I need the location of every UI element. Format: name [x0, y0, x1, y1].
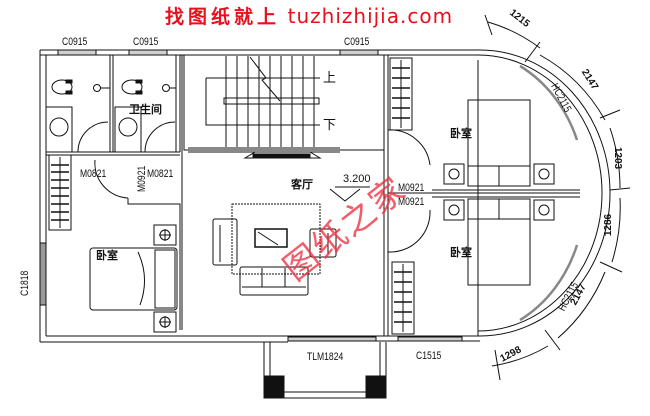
sofa-set: [212, 203, 337, 296]
window-c1818: [39, 242, 47, 306]
dimension-1286: 1286: [603, 213, 615, 237]
wardrobe-bottom-right: [391, 261, 415, 335]
label-window-c0915-right: C0915: [344, 36, 370, 48]
label-door-m0821-left: M0821: [80, 168, 107, 180]
site-title: 找图纸就上 tuzhizhijia.com: [165, 6, 453, 27]
title-url: tuzhizhijia.com: [287, 4, 454, 28]
room-label-bathroom: 卫生间: [129, 103, 162, 116]
window-c0915-mid: [128, 49, 168, 56]
bed-left: [89, 247, 178, 311]
dimension-lines: [484, 14, 631, 381]
toilet-icon: [121, 79, 176, 95]
dimension-1203: 1203: [612, 146, 624, 170]
elevation-value: 3.200: [343, 173, 371, 185]
window-c0915-left: [57, 49, 97, 56]
label-window-c0915-left: C0915: [62, 36, 88, 48]
label-door-tlm1824: TLM1824: [307, 351, 344, 363]
stairs-up-label: 上: [323, 71, 337, 86]
toilet-icon: [51, 79, 110, 95]
room-label-bedroom-top-right: 卧室: [450, 127, 472, 140]
wardrobe-top-right: [389, 57, 413, 131]
staircase: [183, 54, 385, 159]
basin-icon: [49, 117, 69, 137]
title-cn: 找图纸就上: [165, 6, 281, 28]
nightstand: [153, 224, 177, 246]
label-door-m0921-vertical: M0921: [136, 165, 148, 192]
room-label-bedroom-left: 卧室: [96, 249, 118, 262]
label-door-m0921-upper: M0921: [398, 182, 425, 194]
label-window-c1515: C1515: [416, 350, 442, 362]
label-window-c0915-mid: C0915: [133, 36, 159, 48]
balcony: [263, 336, 387, 399]
room-label-bedroom-bottom-right: 卧室: [450, 246, 472, 259]
stairs-down-label: 下: [323, 118, 337, 133]
room-label-living-room: 客厅: [291, 178, 313, 191]
label-door-m0821-right: M0821: [147, 168, 174, 180]
window-c1515: [397, 336, 463, 342]
curved-bay-wall: [477, 49, 611, 337]
wardrobe-left: [48, 154, 72, 231]
window-c0915-right: [339, 49, 379, 56]
elevation-marker: [329, 186, 370, 202]
basin-icon: [118, 117, 138, 137]
label-door-m0921-lower: M0921: [398, 196, 425, 208]
exterior-wall-top: [40, 49, 480, 56]
nightstand: [153, 311, 177, 333]
label-window-c1818: C1818: [19, 270, 31, 296]
